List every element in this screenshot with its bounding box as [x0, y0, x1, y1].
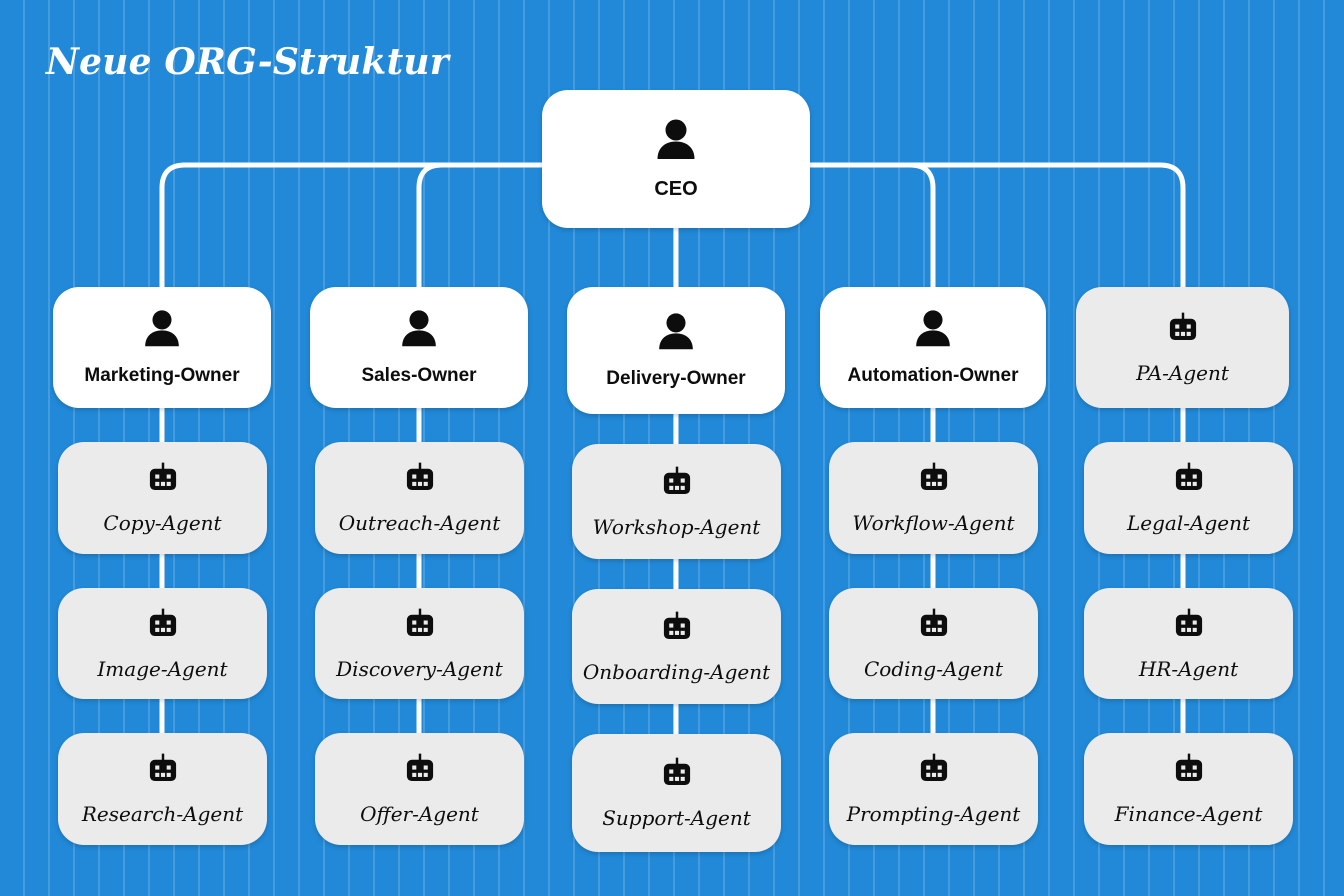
node-marketing-owner[interactable]: Marketing-Owner	[53, 287, 271, 408]
robot-icon	[145, 752, 181, 788]
robot-icon	[659, 465, 695, 501]
node-ceo[interactable]: CEO	[542, 90, 810, 228]
node-label: CEO	[654, 177, 698, 200]
node-label: Workflow-Agent	[852, 511, 1015, 535]
robot-icon	[916, 752, 952, 788]
node-label: Onboarding-Agent	[582, 659, 771, 684]
node-coding-agent[interactable]: Coding-Agent	[829, 588, 1038, 699]
robot-icon	[1171, 461, 1207, 497]
robot-icon	[145, 607, 181, 643]
node-label: Sales-Owner	[361, 364, 477, 386]
robot-icon	[402, 752, 438, 788]
node-label: Finance-Agent	[1114, 802, 1263, 826]
node-label: Copy-Agent	[103, 511, 222, 535]
node-offer-agent[interactable]: Offer-Agent	[315, 733, 524, 845]
robot-icon	[916, 461, 952, 497]
node-discovery-agent[interactable]: Discovery-Agent	[315, 588, 524, 699]
robot-icon	[1165, 311, 1201, 347]
connector-ceo-to-sales	[416, 162, 679, 290]
node-workshop-agent[interactable]: Workshop-Agent	[572, 444, 781, 559]
robot-icon	[916, 607, 952, 643]
person-icon	[399, 309, 439, 349]
node-legal-agent[interactable]: Legal-Agent	[1084, 442, 1293, 554]
node-onboarding-agent[interactable]: Onboarding-Agent	[572, 589, 781, 704]
robot-icon	[659, 610, 695, 646]
node-label: Prompting-Agent	[846, 802, 1021, 826]
page-title: Neue ORG-Struktur	[46, 41, 449, 83]
robot-icon	[659, 756, 695, 792]
node-workflow-agent[interactable]: Workflow-Agent	[829, 442, 1038, 554]
node-label: PA-Agent	[1136, 360, 1229, 385]
node-label: Legal-Agent	[1127, 511, 1250, 535]
node-research-agent[interactable]: Research-Agent	[58, 733, 267, 845]
node-automation-owner[interactable]: Automation-Owner	[820, 287, 1046, 408]
node-label: Image-Agent	[97, 656, 228, 681]
node-label: Research-Agent	[81, 802, 244, 826]
node-label: Outreach-Agent	[338, 511, 501, 535]
node-label: Offer-Agent	[360, 802, 479, 826]
node-label: Workshop-Agent	[592, 514, 761, 539]
person-icon	[656, 312, 696, 352]
node-label: HR-Agent	[1138, 656, 1239, 681]
node-label: Discovery-Agent	[336, 656, 503, 681]
robot-icon	[145, 461, 181, 497]
node-support-agent[interactable]: Support-Agent	[572, 734, 781, 852]
node-hr-agent[interactable]: HR-Agent	[1084, 588, 1293, 699]
node-prompting-agent[interactable]: Prompting-Agent	[829, 733, 1038, 845]
person-icon	[142, 309, 182, 349]
person-icon	[654, 118, 698, 162]
robot-icon	[402, 461, 438, 497]
robot-icon	[1171, 752, 1207, 788]
node-label: Automation-Owner	[847, 364, 1019, 386]
node-label: Coding-Agent	[864, 656, 1003, 681]
connector-ceo-to-pa	[673, 162, 1186, 290]
node-label: Marketing-Owner	[84, 364, 240, 386]
node-sales-owner[interactable]: Sales-Owner	[310, 287, 528, 408]
robot-icon	[1171, 607, 1207, 643]
node-delivery-owner[interactable]: Delivery-Owner	[567, 287, 785, 414]
node-pa-agent[interactable]: PA-Agent	[1076, 287, 1289, 408]
node-copy-agent[interactable]: Copy-Agent	[58, 442, 267, 554]
connector-ceo-to-marketing	[159, 162, 679, 290]
robot-icon	[402, 607, 438, 643]
person-icon	[913, 309, 953, 349]
node-label: Delivery-Owner	[606, 367, 746, 389]
node-label: Support-Agent	[602, 806, 751, 830]
node-outreach-agent[interactable]: Outreach-Agent	[315, 442, 524, 554]
node-finance-agent[interactable]: Finance-Agent	[1084, 733, 1293, 845]
node-image-agent[interactable]: Image-Agent	[58, 588, 267, 699]
